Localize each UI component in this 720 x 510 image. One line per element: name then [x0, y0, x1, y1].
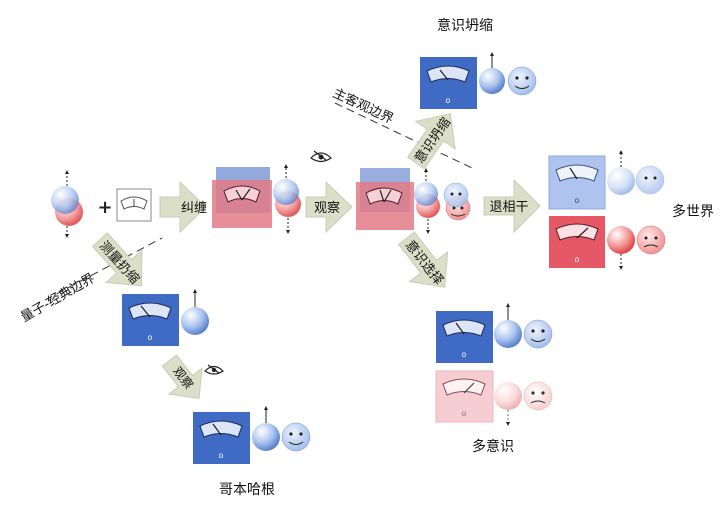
initial-electron — [51, 170, 83, 238]
entangle-arrow: 纠缠 — [159, 180, 207, 234]
svg-text:o: o — [462, 350, 467, 359]
lower-observe-arrow: 观察 — [161, 354, 203, 400]
copenhagen-result: o — [193, 406, 311, 464]
plus-sign: + — [97, 197, 112, 218]
svg-text:退相干: 退相干 — [489, 200, 528, 215]
lower-eye-icon — [204, 364, 224, 375]
sad-face-icon — [636, 225, 666, 255]
many-minds-branch-red: o — [435, 370, 553, 426]
many-minds-branch-blue: o — [436, 303, 553, 363]
many-minds-label: 多意识 — [472, 438, 514, 455]
svg-text:o: o — [575, 255, 580, 264]
svg-text:o: o — [462, 409, 467, 418]
conscious-choice-arrow: 意识选择 — [397, 231, 449, 288]
initial-measuring-device-icon — [116, 188, 152, 222]
svg-text:o: o — [575, 196, 580, 205]
many-worlds-branch-blue: o — [548, 150, 665, 210]
many-worlds-branch-red: o — [549, 216, 666, 270]
eye-icon — [310, 150, 332, 163]
svg-text:观察: 观察 — [314, 201, 340, 216]
subject-object-boundary-label: 主客观边界 — [330, 85, 396, 127]
sad-face-icon — [523, 381, 553, 411]
conscious-collapse-title: 意识坍缩 — [437, 17, 493, 34]
quantum-classical-boundary-label: 量子-经典边界 — [19, 271, 98, 325]
measurement-collapse-arrow: 测量扔缩 — [91, 232, 143, 287]
smiley-face-icon — [507, 66, 537, 96]
svg-text:o: o — [446, 96, 451, 105]
svg-text:o: o — [219, 451, 224, 460]
conscious-collapse-result: o — [420, 52, 537, 109]
quantum-classical-boundary-line — [44, 237, 163, 301]
measured-state: o — [122, 289, 209, 346]
conscious-collapse-arrow: 意识坍缩 — [407, 113, 456, 170]
svg-text:纠缠: 纠缠 — [181, 200, 207, 216]
entangled-device-superposition — [212, 164, 301, 234]
smiley-face-icon — [523, 319, 553, 349]
svg-text:o: o — [148, 333, 153, 342]
copenhagen-label: 哥本哈根 — [219, 482, 275, 498]
smiley-face-icon — [281, 422, 311, 452]
observe-arrow: 观察 — [305, 180, 353, 234]
decoherence-arrow: 退相干 — [483, 178, 541, 234]
many-worlds-label: 多世界 — [672, 203, 714, 220]
observed-entangled-state — [356, 168, 471, 234]
